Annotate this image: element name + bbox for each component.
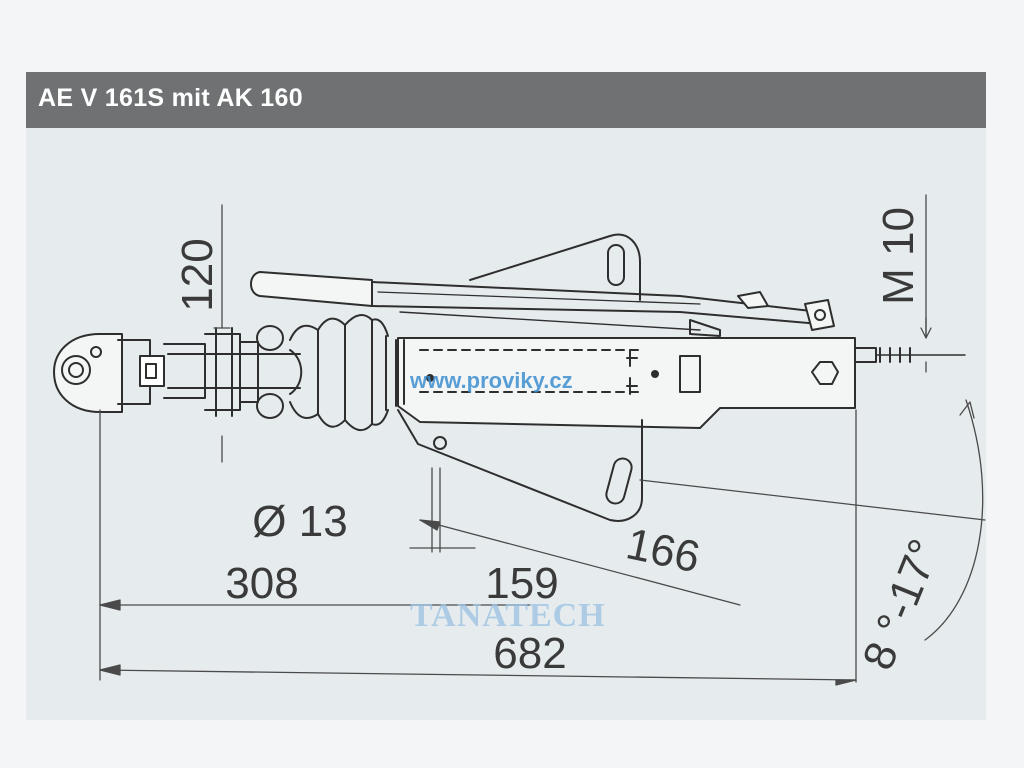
lower-flange <box>397 409 643 522</box>
housing <box>397 337 966 429</box>
dim-120: 120 <box>173 238 222 311</box>
drawing-title: AE V 161S mit AK 160 <box>38 84 303 112</box>
dim-682: 682 <box>493 629 566 678</box>
dim-166: 166 <box>622 519 704 582</box>
watermark-site: www.proviky.cz <box>409 368 573 393</box>
title-bar <box>26 72 986 128</box>
dimension-lines <box>99 194 986 686</box>
dim-bore: Ø 13 <box>252 497 347 546</box>
dim-159: 159 <box>485 559 558 608</box>
coupling-head <box>53 325 303 419</box>
dim-m10: M 10 <box>874 207 923 305</box>
dim-angle: 8 °-17° <box>853 533 949 677</box>
bellows <box>289 314 397 431</box>
brake-lever <box>250 271 835 337</box>
watermark-brand: TANATECH <box>410 597 606 634</box>
upper-lug <box>469 233 641 301</box>
dim-308: 308 <box>225 559 298 608</box>
